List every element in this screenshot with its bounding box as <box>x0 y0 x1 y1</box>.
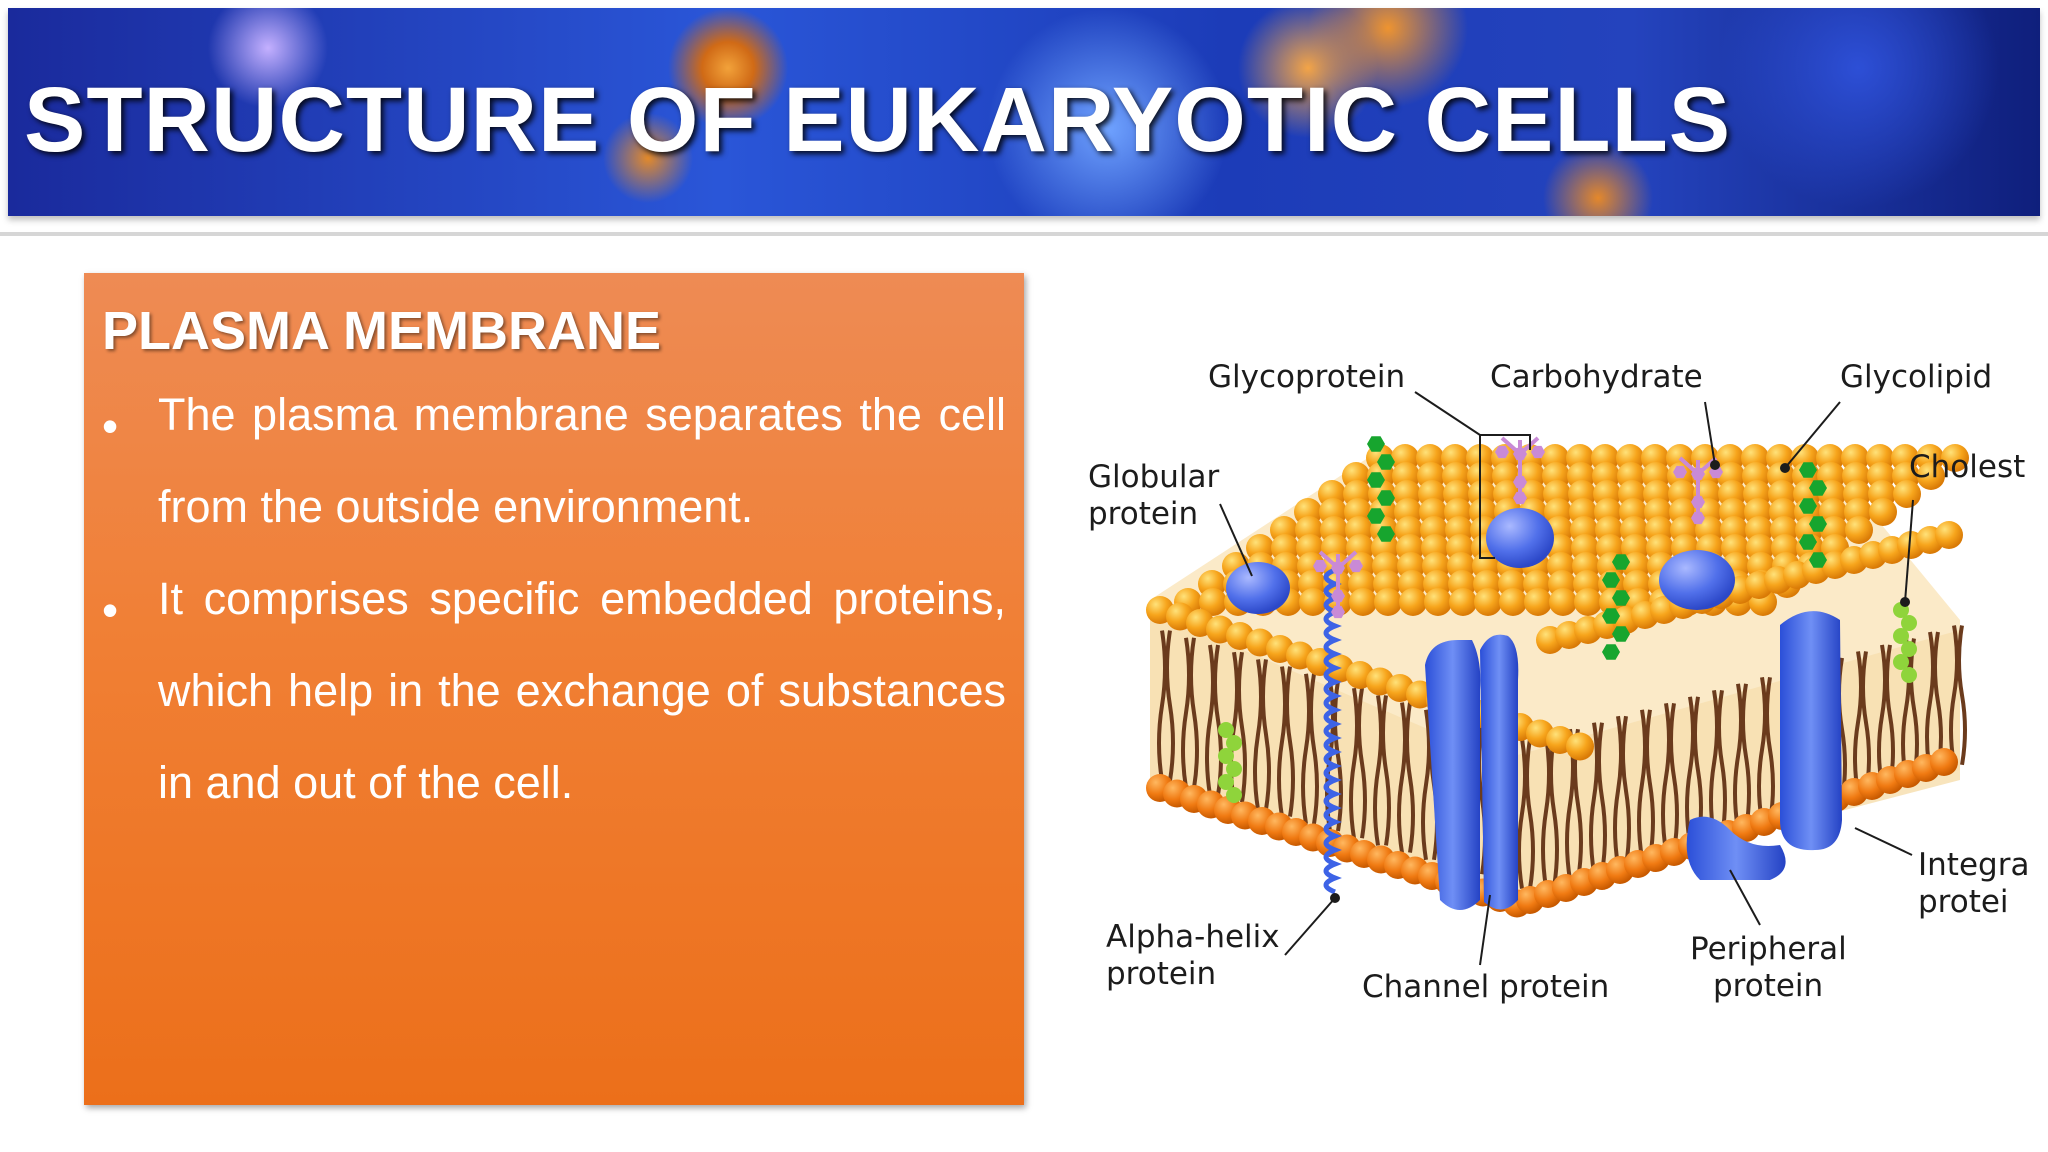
bullet-item: • It comprises specific embedded protein… <box>102 553 1006 829</box>
label-carbohydrate: Carbohydrate <box>1490 359 1703 395</box>
bullet-dot-icon: • <box>102 400 119 452</box>
globular-protein-shape <box>1226 562 1290 614</box>
globular-protein-shape <box>1659 550 1735 610</box>
cell-membrane-diagram: Glycoprotein Carbohydrate Glycolipid Glo… <box>1080 340 2029 1040</box>
label-integral-line1: Integra <box>1918 847 2030 883</box>
panel-heading: PLASMA MEMBRANE <box>102 301 661 361</box>
slide-title: STRUCTURE OF EUKARYOTIC CELLS <box>24 69 1732 171</box>
globular-protein-shape <box>1486 508 1554 568</box>
label-integral-line2: protei <box>1918 884 2009 920</box>
title-banner: STRUCTURE OF EUKARYOTIC CELLS <box>8 8 2040 216</box>
label-globular-line2: protein <box>1088 496 1199 532</box>
bullet-dot-icon: • <box>102 584 119 636</box>
integral-protein-shape <box>1780 611 1842 851</box>
membrane-illustration <box>1146 391 1969 966</box>
upper-lipid-heads <box>1146 444 1969 761</box>
banner-divider <box>0 232 2048 236</box>
bullet-list: • The plasma membrane separates the cell… <box>102 369 1006 829</box>
label-channel-protein: Channel protein <box>1362 969 1610 1005</box>
label-cholesterol: Cholest <box>1909 449 2026 485</box>
glycolipid-chains <box>1367 436 1827 660</box>
plasma-membrane-panel: PLASMA MEMBRANE • The plasma membrane se… <box>84 273 1024 1105</box>
channel-protein-shape <box>1425 634 1519 910</box>
label-alpha-helix-line1: Alpha-helix <box>1106 919 1280 955</box>
label-globular-line1: Globular <box>1088 459 1220 495</box>
bullet-text: The plasma membrane separates the cell f… <box>158 389 1006 532</box>
label-glycolipid: Glycolipid <box>1840 359 1993 395</box>
label-peripheral-line1: Peripheral <box>1690 931 1847 967</box>
alpha-helix-shape <box>1323 567 1342 895</box>
bullet-item: • The plasma membrane separates the cell… <box>102 369 1006 553</box>
carbohydrate-chains <box>1313 436 1723 619</box>
bullet-text: It comprises specific embedded proteins,… <box>158 573 1006 808</box>
label-alpha-helix-line2: protein <box>1106 956 1217 992</box>
cholesterol-molecules <box>1218 602 1917 803</box>
peripheral-protein-shape <box>1686 816 1786 880</box>
label-peripheral-line2: protein <box>1713 968 1824 1004</box>
label-glycoprotein: Glycoprotein <box>1208 359 1406 395</box>
label-leader-lines <box>1219 391 1914 966</box>
